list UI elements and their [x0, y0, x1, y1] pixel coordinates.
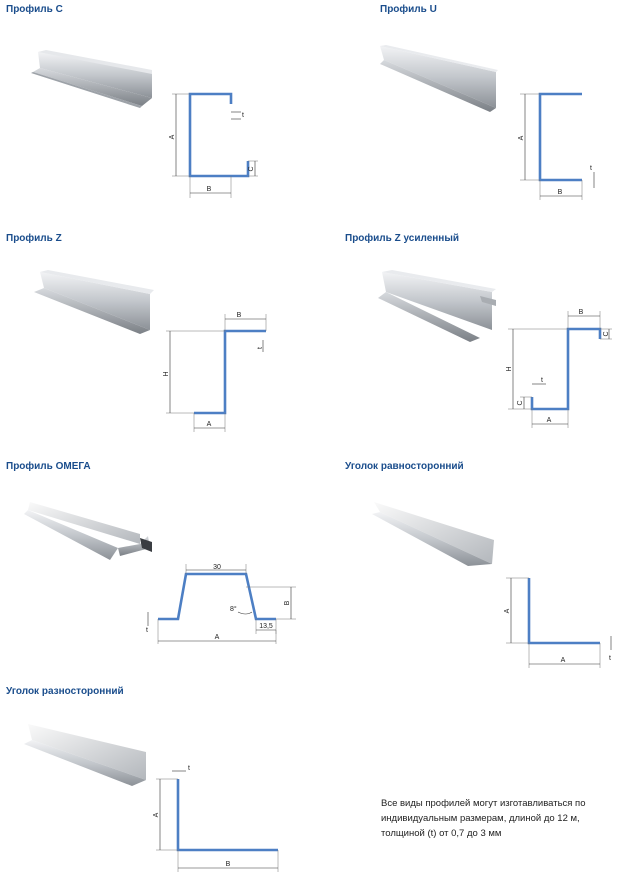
- label-h: H: [163, 371, 170, 376]
- label-b: B: [226, 861, 231, 868]
- label-t: t: [146, 627, 148, 634]
- label-b: B: [284, 600, 291, 605]
- label-b: B: [558, 189, 563, 196]
- title-profile-z: Профиль Z: [6, 233, 62, 244]
- angle-equal-outline: [527, 578, 600, 645]
- title-profile-omega: Профиль ОМЕГА: [6, 461, 91, 472]
- label-t: t: [188, 765, 190, 772]
- photo-profile-z-reinforced: [378, 270, 496, 342]
- label-b: B: [207, 186, 212, 193]
- label-t: t: [609, 655, 611, 662]
- title-angle-unequal: Уголок разносторонний: [6, 686, 124, 697]
- label-c: C: [603, 331, 610, 336]
- title-profile-c: Профиль С: [6, 4, 63, 15]
- label-t: t: [257, 347, 264, 349]
- angle-unequal-outline: [176, 779, 278, 852]
- diagram-profile-c: A B t C: [169, 92, 258, 198]
- profile-z-outline: [194, 329, 266, 415]
- label-a: A: [207, 421, 212, 428]
- note-line-3: толщиной (t) от 0,7 до 3 мм: [381, 828, 502, 839]
- label-a: A: [215, 634, 220, 641]
- label-a: A: [518, 135, 525, 140]
- label-h: H: [506, 366, 513, 371]
- diagram-profile-omega: 30 B 8° 13,5 A t: [146, 564, 296, 644]
- diagram-angle-unequal: A B t: [153, 765, 279, 872]
- note-line-1: Все виды профилей могут изготавливаться …: [381, 798, 586, 809]
- label-a: A: [504, 608, 511, 613]
- label-t: t: [590, 165, 592, 172]
- photo-profile-omega: [24, 502, 152, 560]
- photo-profile-u: [380, 45, 498, 112]
- photo-angle-equal: [372, 502, 494, 566]
- label-a: A: [169, 134, 176, 139]
- label-flange: 13,5: [259, 623, 273, 630]
- label-c-small: C: [517, 400, 524, 405]
- diagram-angle-equal: A A t: [504, 577, 612, 668]
- label-a-horizontal: A: [561, 657, 566, 664]
- profile-zr-outline: [530, 327, 602, 411]
- label-b: B: [579, 309, 584, 316]
- diagram-profile-z-reinforced: H A B C C t: [506, 309, 612, 428]
- profile-c-outline: [188, 92, 250, 178]
- diagram-profile-u: A B t: [518, 92, 595, 200]
- title-profile-z-reinforced: Профиль Z усиленный: [345, 233, 460, 244]
- profile-omega-outline: [158, 572, 276, 621]
- photo-profile-z: [34, 270, 154, 334]
- label-t: t: [242, 112, 244, 119]
- label-a: A: [547, 417, 552, 424]
- note-text: Все виды профилей могут изготавливаться …: [381, 796, 611, 841]
- label-c: C: [248, 166, 255, 171]
- profile-u-outline: [538, 92, 582, 182]
- label-a: A: [153, 812, 160, 817]
- label-t: t: [541, 377, 543, 384]
- diagram-profile-z: H A B t: [163, 312, 267, 432]
- note-line-2: индивидуальным размерам, длиной до 12 м,: [381, 813, 580, 824]
- label-angle: 8°: [230, 605, 237, 613]
- label-b: B: [237, 312, 242, 319]
- photo-angle-unequal: [24, 724, 146, 786]
- title-profile-u: Профиль U: [380, 4, 437, 15]
- title-angle-equal: Уголок равносторонний: [345, 461, 464, 472]
- photo-profile-c: [31, 50, 152, 108]
- label-top-width: 30: [213, 564, 221, 571]
